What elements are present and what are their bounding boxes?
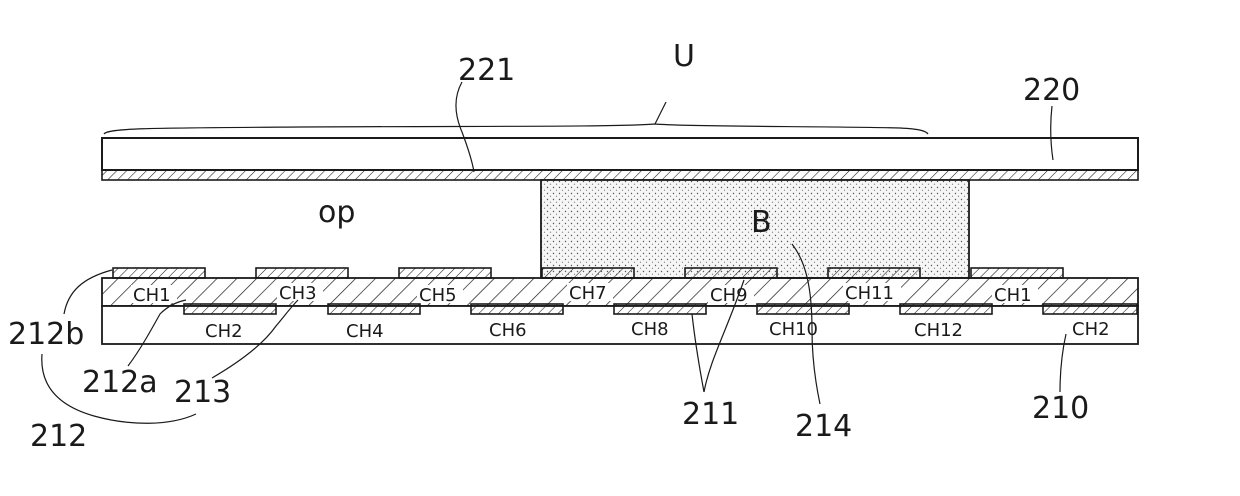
top-pad xyxy=(542,268,634,278)
mid-pad xyxy=(328,304,420,314)
channel-label-lower: CH2 xyxy=(205,321,243,342)
label-213: 213 xyxy=(174,375,231,410)
label-221: 221 xyxy=(458,53,515,88)
channel-label-lower: CH6 xyxy=(489,320,527,341)
channel-label-upper: CH1 xyxy=(133,285,171,306)
label-212a: 212a xyxy=(82,365,158,400)
top-pad xyxy=(685,268,777,278)
top-pad xyxy=(256,268,348,278)
mid-pad xyxy=(471,304,563,314)
upper-channel-layer xyxy=(102,278,1138,306)
channel-label-upper: CH9 xyxy=(710,285,748,306)
mid-pad xyxy=(184,304,276,314)
label-212b: 212b xyxy=(8,317,84,352)
channel-label-lower: CH12 xyxy=(914,320,963,341)
channel-label-lower: CH2 xyxy=(1072,319,1110,340)
mid-pad xyxy=(614,304,706,314)
channel-label-upper: CH5 xyxy=(419,285,457,306)
upper-electrode-221 xyxy=(102,170,1138,180)
mid-pad xyxy=(757,304,849,314)
channel-label-upper: CH1 xyxy=(994,285,1032,306)
label-u: U xyxy=(673,39,695,74)
top-pad xyxy=(828,268,920,278)
label-op: op xyxy=(318,195,355,230)
label-212: 212 xyxy=(30,419,87,454)
brace-u-tip xyxy=(655,102,666,124)
top-pad xyxy=(399,268,491,278)
label-b: B xyxy=(751,205,772,240)
channel-label-upper: CH11 xyxy=(845,283,894,304)
channel-label-lower: CH10 xyxy=(769,319,818,340)
label-220: 220 xyxy=(1023,73,1080,108)
top-pad xyxy=(113,268,205,278)
channel-label-upper: CH7 xyxy=(569,283,607,304)
label-210: 210 xyxy=(1032,391,1089,426)
top-pad xyxy=(971,268,1063,278)
mid-pad xyxy=(900,304,992,314)
brace-u xyxy=(104,124,928,134)
channel-label-lower: CH8 xyxy=(631,319,669,340)
label-211: 211 xyxy=(682,397,739,432)
mid-pad xyxy=(1043,304,1137,314)
channel-label-lower: CH4 xyxy=(346,321,384,342)
label-214: 214 xyxy=(795,409,852,444)
upper-substrate-220 xyxy=(102,138,1138,170)
top-pads xyxy=(113,268,1063,278)
